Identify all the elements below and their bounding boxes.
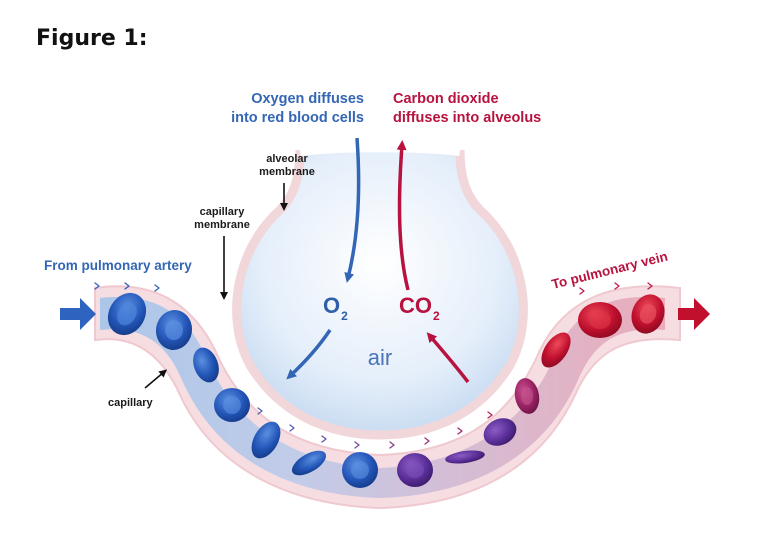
co2-from-cell-arrow bbox=[426, 332, 470, 384]
oxygen-label-line2: into red blood cells bbox=[231, 110, 364, 126]
alveolus-cap bbox=[299, 140, 461, 156]
flow-chevrons bbox=[94, 282, 653, 449]
arrow-right-icon bbox=[60, 298, 96, 330]
alveolar-membrane-label-line2: membrane bbox=[259, 166, 315, 178]
oxygen-into-cell-arrow bbox=[286, 329, 332, 380]
red-blood-cells bbox=[107, 292, 665, 488]
capillary-membrane-label-line1: capillary bbox=[200, 206, 246, 218]
capillary-label: capillary bbox=[108, 397, 154, 409]
red-blood-cell-icon bbox=[541, 332, 571, 368]
alveolar-membrane-label-line1: alveolar bbox=[266, 153, 308, 165]
capillary-pointer bbox=[144, 369, 168, 389]
oxygen-label-line1: Oxygen diffuses bbox=[251, 91, 364, 107]
co2-label-line1: Carbon dioxide bbox=[393, 91, 499, 107]
from-artery-label: From pulmonary artery bbox=[44, 258, 192, 273]
red-blood-cell-icon bbox=[251, 421, 281, 459]
red-blood-cell-icon bbox=[483, 418, 517, 446]
o2-symbol: O2 bbox=[323, 293, 348, 323]
air-label: air bbox=[368, 345, 392, 370]
co2-flow-arrow bbox=[396, 140, 410, 291]
alveolus bbox=[232, 149, 528, 440]
figure-title: Figure 1: bbox=[36, 26, 148, 51]
oxygen-flow-arrow bbox=[344, 137, 361, 283]
capillary-lumen bbox=[100, 296, 665, 498]
arrow-right-icon bbox=[678, 298, 710, 330]
capillary-membrane-label-line2: membrane bbox=[194, 219, 250, 231]
red-blood-cell-icon bbox=[445, 450, 485, 464]
co2-label-line2: diffuses into alveolus bbox=[393, 110, 541, 126]
red-blood-cell-icon bbox=[193, 347, 219, 383]
red-blood-cell-icon bbox=[291, 450, 327, 476]
co2-symbol: CO2 bbox=[399, 293, 440, 323]
